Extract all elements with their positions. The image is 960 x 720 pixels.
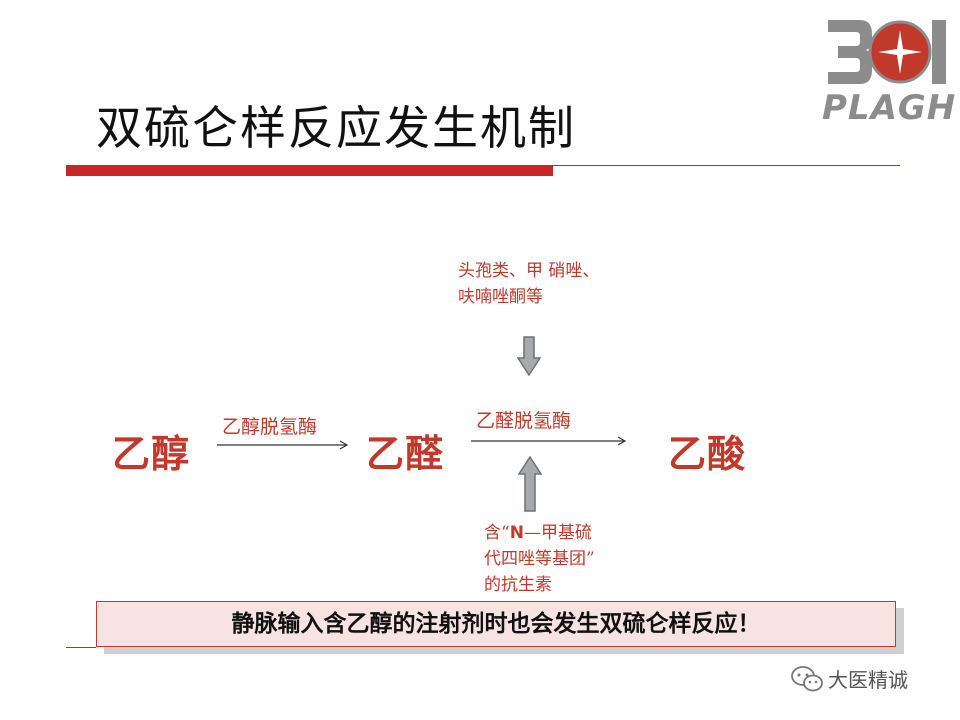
enzyme-label-aldh: 乙醛脱氢酶 — [476, 410, 572, 432]
bottom-note-line-3: 的抗生素 — [484, 575, 552, 595]
bottom-inhibitor-note: 含“N—甲基硫 代四唑等基团” 的抗生素 — [484, 520, 595, 598]
compound-acetic-acid: 乙酸 — [668, 432, 747, 476]
reaction-arrow-1 — [217, 440, 349, 450]
watermark-text: 大医精诚 — [828, 668, 908, 692]
top-note-line-2: 呋喃唑酮等 — [458, 287, 543, 307]
top-inhibitor-note: 头孢类、甲 硝唑、 呋喃唑酮等 — [458, 258, 599, 310]
title-underline-bar — [66, 166, 553, 176]
callout-text: 静脉输入含乙醇的注射剂时也会发生双硫仑样反应！ — [231, 611, 761, 637]
logo-wordmark: PLAGH — [822, 88, 957, 128]
down-arrow-icon — [517, 336, 541, 376]
compound-ethanol: 乙醇 — [112, 432, 191, 476]
footer-rule — [66, 647, 96, 648]
wechat-icon — [791, 666, 823, 692]
bottom-note-line-1: 含“N—甲基硫 — [484, 523, 592, 543]
callout-box — [96, 601, 896, 647]
bottom-note-line-2: 代四唑等基团” — [484, 549, 595, 569]
reaction-arrow-2 — [471, 436, 627, 446]
up-arrow-icon — [518, 456, 542, 512]
hospital-logo — [828, 20, 946, 84]
top-note-line-1: 头孢类、甲 硝唑、 — [458, 261, 600, 281]
bottom-note-n: N — [509, 523, 524, 543]
page-title: 双硫仑样反应发生机制 — [96, 101, 576, 155]
enzyme-label-adh: 乙醇脱氢酶 — [222, 416, 318, 438]
compound-acetaldehyde: 乙醛 — [366, 432, 445, 476]
title-underline — [66, 165, 900, 166]
